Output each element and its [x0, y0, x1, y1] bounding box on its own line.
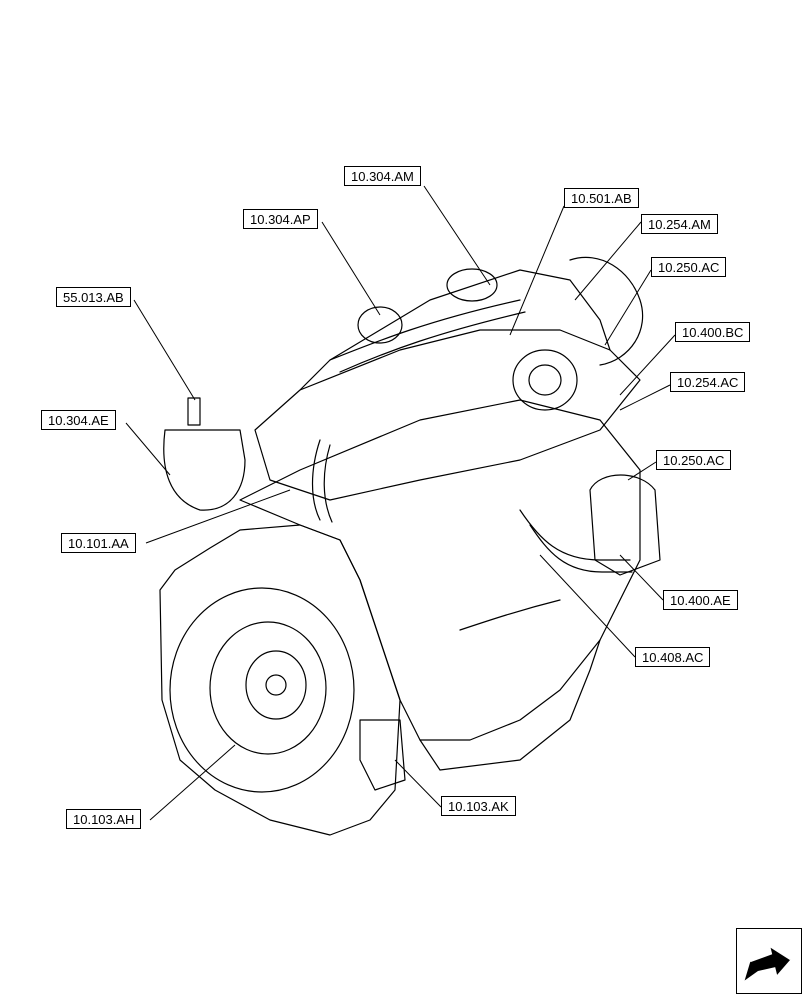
callout-10-400-ae[interactable]: 10.400.AE	[663, 590, 738, 610]
callout-10-250-ac-top[interactable]: 10.250.AC	[651, 257, 727, 277]
oil-filter	[163, 429, 246, 511]
sensor	[187, 397, 201, 426]
callout-10-103-ak[interactable]: 10.103.AK	[441, 796, 516, 816]
turbocharger	[512, 349, 578, 411]
callout-10-101-aa[interactable]: 10.101.AA	[61, 533, 136, 553]
callout-10-501-ab[interactable]: 10.501.AB	[564, 188, 639, 208]
flywheel-housing	[159, 524, 401, 836]
callout-10-304-ap[interactable]: 10.304.AP	[243, 209, 318, 229]
callout-10-408-ac[interactable]: 10.408.AC	[635, 647, 711, 667]
callout-10-254-ac[interactable]: 10.254.AC	[670, 372, 746, 392]
engine-block	[239, 399, 641, 741]
starter-motor	[589, 474, 661, 576]
cylinder-head	[254, 329, 641, 501]
callout-10-304-ae[interactable]: 10.304.AE	[41, 410, 116, 430]
callout-10-254-am[interactable]: 10.254.AM	[641, 214, 718, 234]
callout-55-013-ab[interactable]: 55.013.AB	[56, 287, 131, 307]
callout-10-103-ah[interactable]: 10.103.AH	[66, 809, 142, 829]
next-page-arrow-icon	[744, 944, 791, 981]
next-page-button[interactable]	[736, 928, 802, 994]
callout-10-304-am[interactable]: 10.304.AM	[344, 166, 421, 186]
flywheel	[169, 587, 355, 793]
callout-10-400-bc[interactable]: 10.400.BC	[675, 322, 751, 342]
engine-mount	[359, 719, 406, 791]
callout-10-250-ac-mid[interactable]: 10.250.AC	[656, 450, 732, 470]
